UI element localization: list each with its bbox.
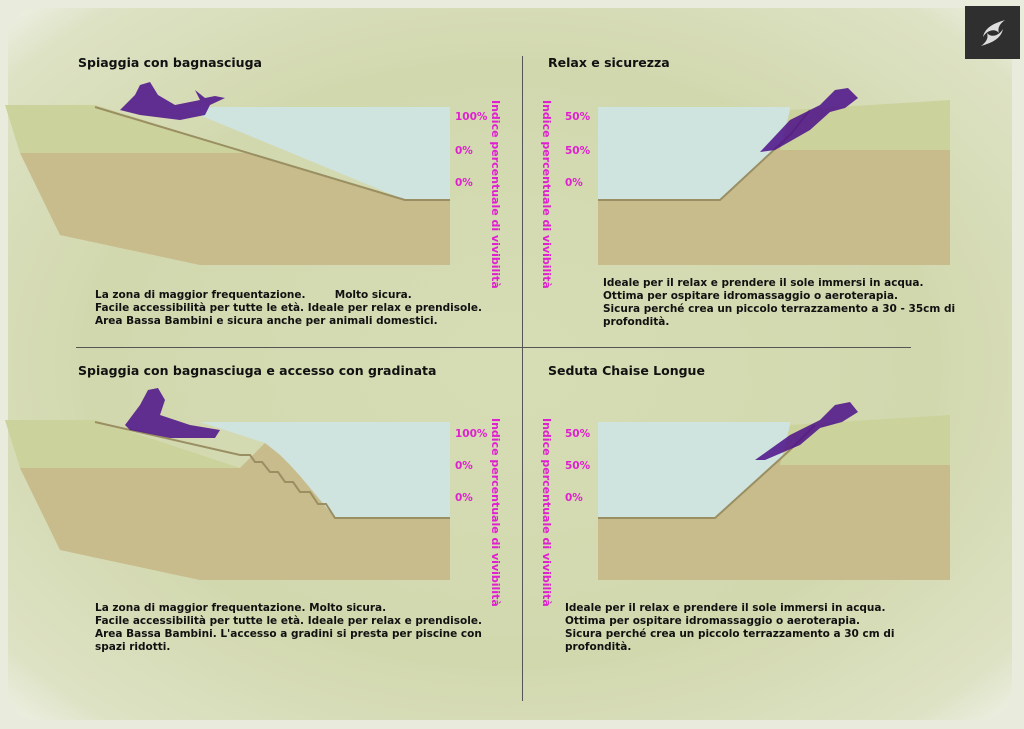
water — [598, 107, 790, 200]
person-figure — [760, 88, 858, 152]
percent-label: 0% — [565, 177, 583, 189]
panel-description: Ideale per il relax e prendere il sole i… — [603, 277, 955, 329]
percent-label: 100% — [455, 111, 488, 123]
soil-lower — [20, 443, 450, 580]
percent-label: 0% — [455, 145, 473, 157]
description-line: Facile accessibilità per tutte le età. I… — [95, 615, 482, 627]
description-line: Area Bassa Bambini. L'accesso a gradini … — [95, 628, 482, 640]
percent-label: 100% — [455, 428, 488, 440]
panel-description: Ideale per il relax e prendere il sole i… — [565, 602, 894, 654]
description-line: spazi ridotti. — [95, 641, 171, 653]
description-line: Ideale per il relax e prendere il sole i… — [603, 277, 924, 289]
description-line: Ottima per ospitare idromassaggio o aero… — [565, 615, 861, 627]
axis-label: Indice percentuale di vivibilità — [489, 100, 502, 289]
panel-title: Seduta Chaise Longue — [548, 363, 705, 378]
description-line: Facile accessibilità per tutte le età. I… — [95, 302, 482, 314]
stylized-s-logo-icon — [980, 19, 1005, 46]
percent-label: 0% — [455, 492, 473, 504]
panel-title: Spiaggia con bagnasciuga — [78, 55, 262, 70]
axis-label: Indice percentuale di vivibilità — [540, 100, 553, 289]
diagram-spiaggia-gradinata — [5, 388, 450, 580]
description-line: Sicura perché crea un piccolo terrazzame… — [603, 303, 956, 315]
axis-label: Indice percentuale di vivibilità — [540, 418, 553, 607]
person-figure — [755, 402, 858, 460]
description-line: Ottima per ospitare idromassaggio o aero… — [603, 290, 899, 302]
soil-top — [780, 415, 950, 465]
percent-label: 50% — [565, 428, 591, 440]
diagram-relax-sicurezza — [598, 88, 950, 265]
soil-top — [5, 420, 240, 468]
percent-label: 0% — [565, 492, 583, 504]
panel-description: La zona di maggior frequentazione. Molto… — [95, 289, 482, 328]
water — [598, 422, 790, 518]
percent-label: 50% — [565, 460, 591, 472]
diagram-chaise-longue — [598, 402, 950, 580]
soil-lower — [20, 153, 450, 265]
vertical-divider — [522, 56, 523, 701]
description-line: Area Bassa Bambini e sicura anche per an… — [95, 315, 438, 327]
panel-title: Spiaggia con bagnasciuga e accesso con g… — [78, 363, 437, 378]
logo[interactable] — [965, 6, 1020, 59]
water — [180, 107, 450, 200]
percent-label: 0% — [455, 460, 473, 472]
percent-label: 50% — [565, 111, 591, 123]
diagram-spiaggia-bagnasciuga — [5, 82, 450, 265]
person-figure — [125, 388, 220, 438]
axis-label: Indice percentuale di vivibilità — [489, 418, 502, 607]
panel-title: Relax e sicurezza — [548, 55, 670, 70]
percent-label: 0% — [455, 177, 473, 189]
description-line: Sicura perché crea un piccolo terrazzame… — [565, 628, 895, 640]
description-line: profondità. — [565, 641, 632, 653]
description-line: La zona di maggior frequentazione. Molto… — [95, 289, 412, 301]
description-line: profondità. — [603, 316, 670, 328]
panel-description: La zona di maggior frequentazione. Molto… — [95, 602, 482, 654]
soil-top — [5, 105, 250, 153]
description-line: Ideale per il relax e prendere il sole i… — [565, 602, 886, 614]
water — [200, 422, 450, 518]
description-line: La zona di maggior frequentazione. Molto… — [95, 602, 387, 614]
person-figure — [120, 82, 225, 120]
stairs-edge — [94, 421, 450, 519]
pool-edge — [94, 106, 450, 201]
horizontal-divider — [76, 347, 911, 348]
percent-label: 50% — [565, 145, 591, 157]
